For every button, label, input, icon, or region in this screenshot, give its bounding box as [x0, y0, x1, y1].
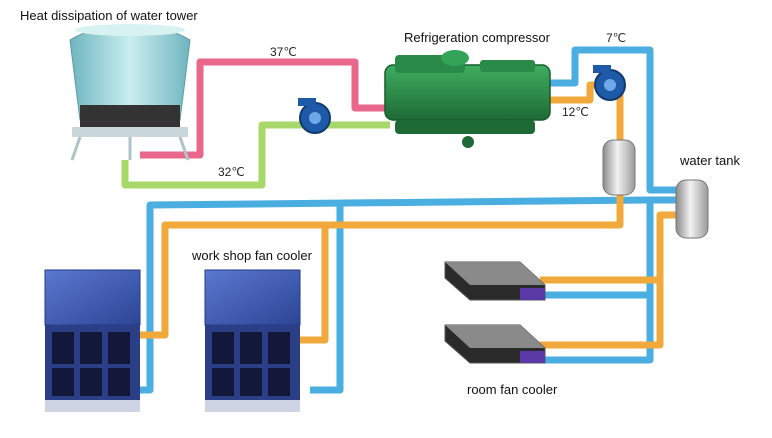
- temp-chilled-return: 12℃: [562, 105, 589, 119]
- room-fan-cooler-label: room fan cooler: [467, 382, 558, 397]
- fan-cooler-icon: [444, 324, 546, 364]
- fan-cooler-icon: [444, 261, 546, 301]
- pump-icon: [298, 98, 331, 134]
- compressor-icon: [384, 50, 551, 148]
- chilled-return-pipe: [130, 81, 680, 349]
- workshop-fan-cooler-label: work shop fan cooler: [191, 248, 313, 263]
- temp-chilled-supply: 7℃: [606, 31, 626, 45]
- temp-cool-supply: 32℃: [218, 165, 245, 179]
- tank-icon: [675, 179, 709, 239]
- fan-cooler-icon: [44, 269, 141, 412]
- temp-hot-return: 37℃: [270, 45, 297, 59]
- pump-icon: [593, 65, 626, 101]
- water-tower-label: Heat dissipation of water tower: [20, 8, 198, 23]
- chilled-supply-pipe: [130, 46, 680, 394]
- compressor-label: Refrigeration compressor: [404, 30, 551, 45]
- cooling-pipe: [121, 121, 390, 189]
- fan-cooler-icon: [204, 269, 301, 412]
- water-tower-icon: [69, 24, 191, 161]
- hot-pipe: [140, 58, 390, 159]
- tank-icon: [602, 139, 636, 196]
- water-tank-label: water tank: [679, 153, 740, 168]
